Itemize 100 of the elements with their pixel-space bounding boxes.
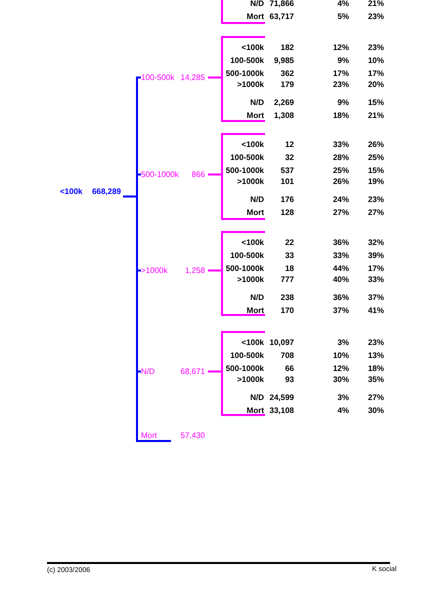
percent-value: 20% — [368, 79, 384, 90]
percent-value: 27% — [368, 392, 384, 403]
count-value: 866 — [192, 169, 205, 180]
row-label: N/D — [250, 194, 264, 205]
percent-value: 33% — [332, 139, 349, 150]
row-label: <100k — [242, 42, 264, 53]
percent-value: 28% — [332, 152, 349, 163]
count-value: 179 — [280, 79, 294, 90]
percent-value: 44% — [332, 263, 349, 274]
row-label: <100k — [242, 237, 264, 248]
count-value: 2,269 — [274, 97, 294, 108]
count-value: 1,308 — [274, 110, 294, 121]
count-value: 176 — [280, 194, 294, 205]
count-value: 63,717 — [270, 11, 294, 22]
branch-label: <100k — [60, 186, 82, 197]
branch-label: 500-1000k — [141, 169, 179, 180]
branch-label: Mort — [141, 430, 157, 441]
percent-value: 12% — [332, 363, 349, 374]
percent-value: 35% — [368, 374, 384, 385]
percent-value: 3% — [337, 392, 349, 403]
branch-label: 100-500k — [141, 72, 174, 83]
count-value: 32 — [285, 152, 294, 163]
percent-value: 18% — [368, 363, 384, 374]
row-label: Mort — [246, 110, 264, 121]
count-value: 708 — [280, 350, 294, 361]
percent-value: 30% — [368, 405, 384, 416]
percent-value: 24% — [332, 194, 349, 205]
percent-value: 23% — [368, 42, 384, 53]
percent-value: 4% — [337, 0, 349, 9]
count-value: 10,097 — [270, 337, 294, 348]
count-value: 33,108 — [270, 405, 294, 416]
percent-value: 15% — [368, 97, 384, 108]
percent-value: 17% — [332, 68, 349, 79]
percent-value: 30% — [332, 374, 349, 385]
count-value: 238 — [280, 292, 294, 303]
percent-value: 23% — [368, 194, 384, 205]
percent-value: 40% — [332, 274, 349, 285]
percent-value: 21% — [368, 110, 384, 121]
percent-value: 23% — [368, 337, 384, 348]
percent-value: 3% — [337, 337, 349, 348]
percent-value: 27% — [332, 207, 349, 218]
percent-value: 19% — [368, 176, 384, 187]
count-value: 68,671 — [180, 366, 205, 377]
percent-value: 12% — [332, 42, 349, 53]
count-value: 362 — [280, 68, 294, 79]
connector-line — [208, 76, 221, 78]
row-label: >1000k — [237, 176, 264, 187]
count-value: 101 — [280, 176, 294, 187]
percent-value: 33% — [332, 250, 349, 261]
percent-value: 10% — [368, 55, 384, 66]
percent-value: 23% — [332, 79, 349, 90]
row-label: Mort — [246, 11, 264, 22]
connector-line — [208, 270, 221, 272]
connector-line — [208, 370, 221, 372]
percent-value: 17% — [368, 263, 384, 274]
percent-value: 33% — [368, 274, 384, 285]
row-label: <100k — [242, 337, 264, 348]
connector-line — [123, 196, 171, 442]
branch-label: N/D — [141, 366, 155, 377]
percent-value: 4% — [337, 405, 349, 416]
row-label: 500-1000k — [226, 165, 264, 176]
row-label: Mort — [246, 207, 264, 218]
count-value: 668,289 — [92, 186, 121, 197]
branch-label: >1000k — [141, 265, 168, 276]
row-label: 500-1000k — [226, 68, 264, 79]
row-label: N/D — [250, 392, 264, 403]
percent-value: 36% — [332, 237, 349, 248]
row-label: 100-500k — [230, 250, 264, 261]
count-value: 24,599 — [270, 392, 294, 403]
percent-value: 25% — [332, 165, 349, 176]
row-label: >1000k — [237, 274, 264, 285]
percent-value: 26% — [368, 139, 384, 150]
connector-line — [208, 174, 221, 176]
count-value: 128 — [280, 207, 294, 218]
row-label: 500-1000k — [226, 363, 264, 374]
percent-value: 9% — [337, 97, 349, 108]
percent-value: 41% — [368, 305, 384, 316]
row-label: Mort — [246, 405, 264, 416]
row-label: N/D — [250, 0, 264, 9]
percent-value: 21% — [368, 0, 384, 9]
count-value: 170 — [280, 305, 294, 316]
count-value: 18 — [285, 263, 294, 274]
percent-value: 37% — [368, 292, 384, 303]
count-value: 14,285 — [180, 72, 205, 83]
count-value: 93 — [285, 374, 294, 385]
row-label: <100k — [242, 139, 264, 150]
percent-value: 10% — [332, 350, 349, 361]
percent-value: 23% — [368, 11, 384, 22]
row-label: N/D — [250, 97, 264, 108]
count-value: 12 — [285, 139, 294, 150]
percent-value: 27% — [368, 207, 384, 218]
row-label: >1000k — [237, 374, 264, 385]
percent-value: 18% — [332, 110, 349, 121]
count-value: 182 — [280, 42, 294, 53]
row-label: Mort — [246, 305, 264, 316]
percent-value: 15% — [368, 165, 384, 176]
count-value: 57,430 — [180, 430, 205, 441]
percent-value: 5% — [337, 11, 349, 22]
count-value: 777 — [280, 274, 294, 285]
percent-value: 25% — [368, 152, 384, 163]
